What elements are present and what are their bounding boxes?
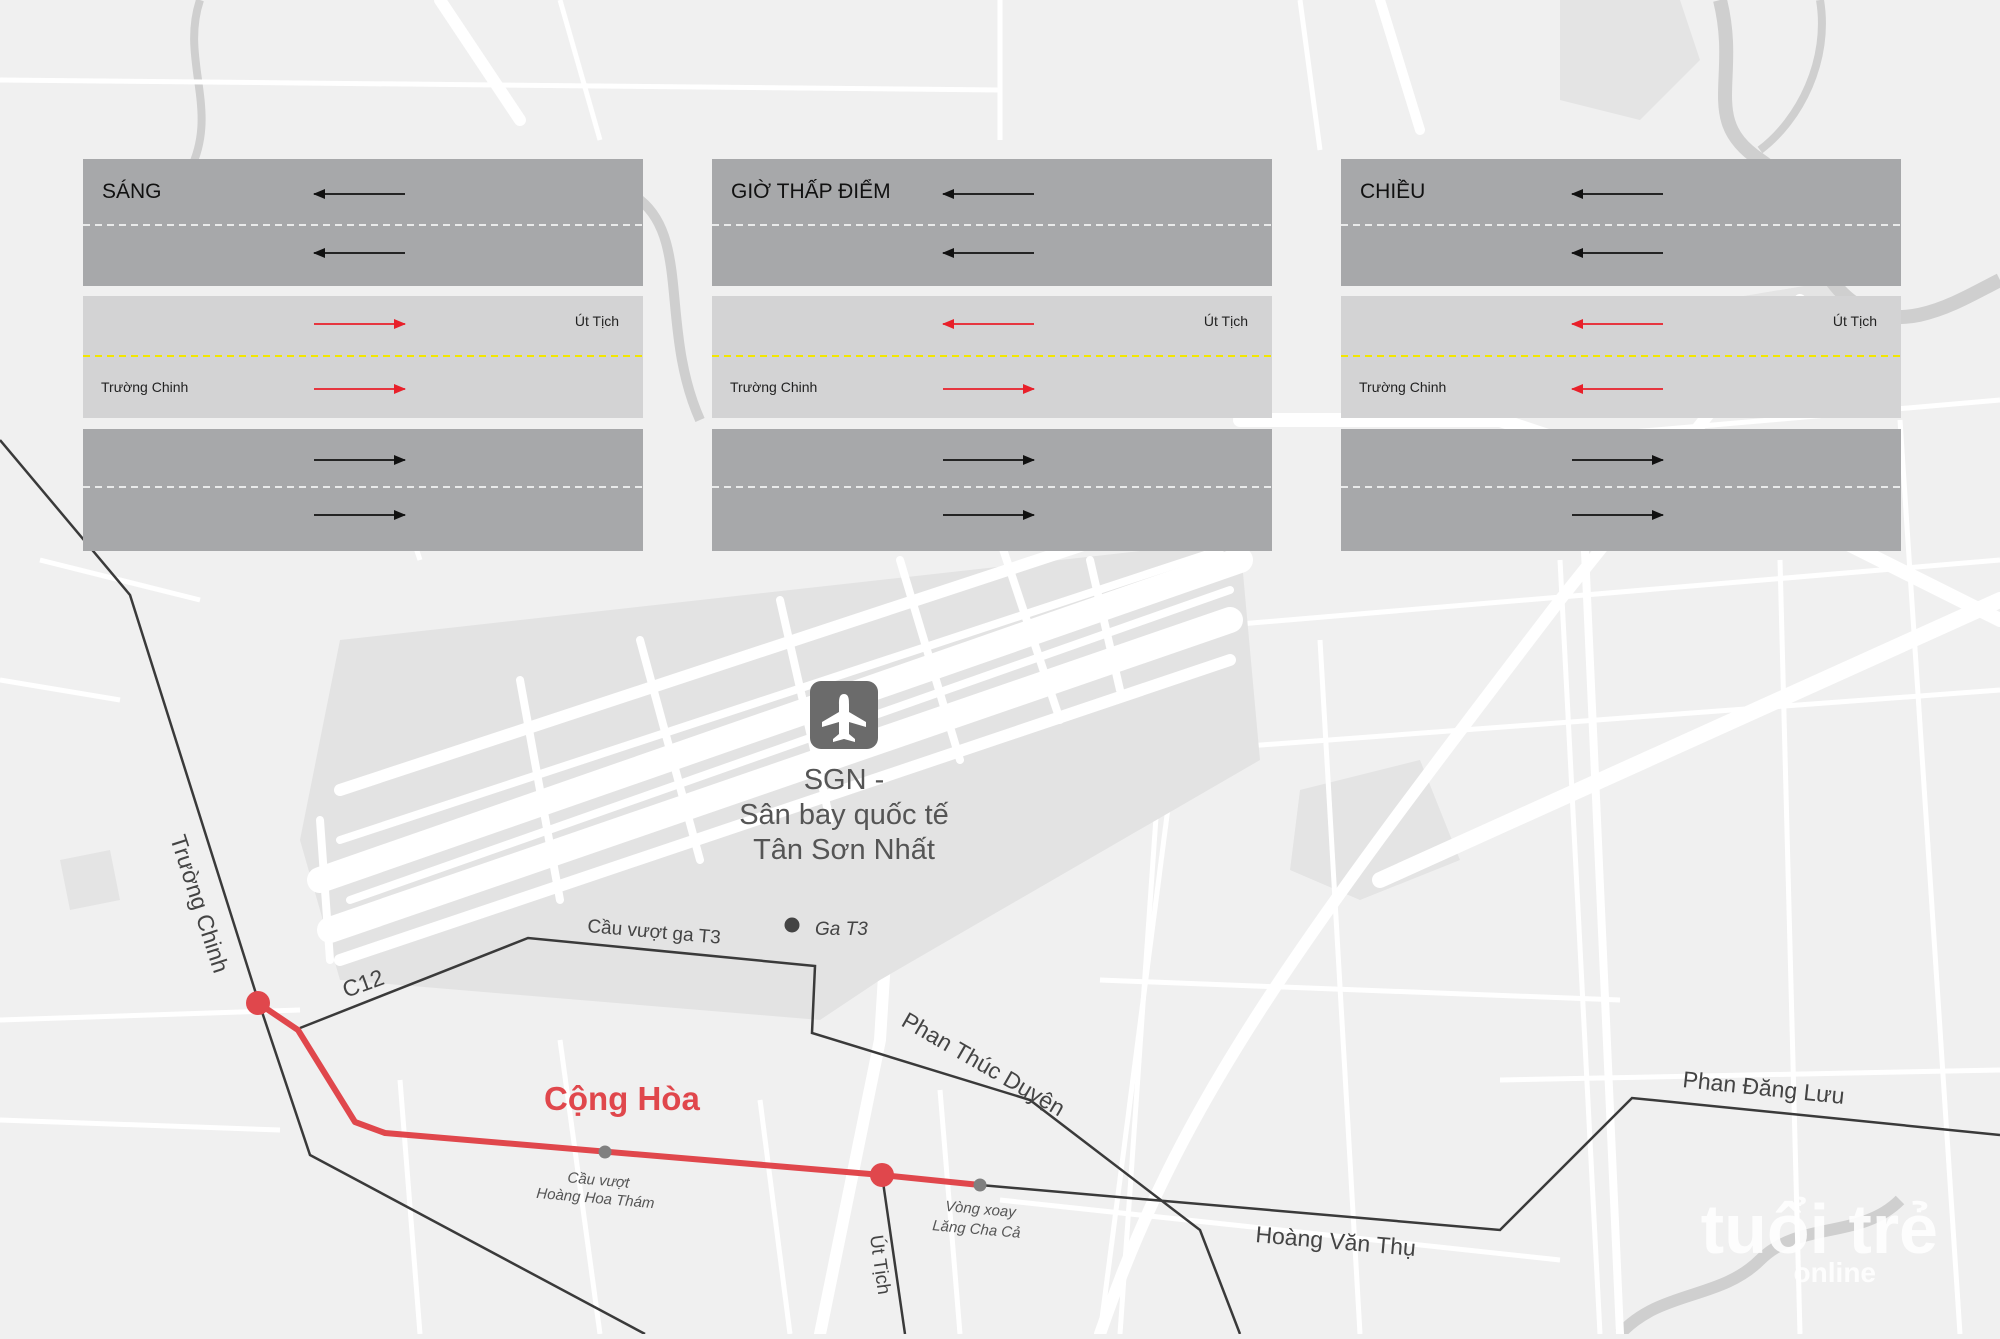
ga-t3-label: Ga T3	[815, 919, 868, 940]
lanes-top	[83, 159, 643, 286]
lanes-bottom	[83, 429, 643, 551]
lcc-label-line1: Vòng xoay	[944, 1198, 1018, 1221]
airport-name-line2: Tân Sơn Nhất	[753, 834, 935, 866]
hoang-van-thu-phan-dang-luu-road	[979, 1096, 2000, 1232]
road-label-truong-chinh: Trường Chinh	[1359, 379, 1446, 395]
panel-title: CHIỀU	[1360, 180, 1425, 203]
route-node-truong-chinh	[246, 991, 270, 1015]
watermark-text: tuổi trẻ	[1701, 1190, 1938, 1268]
lanes-bottom	[712, 429, 1272, 551]
lanes-top	[1341, 159, 1901, 286]
c12-t3-phan-thuc-duyen-road	[299, 936, 1242, 1335]
ut-tich-road	[880, 1174, 907, 1335]
lanes-bottom	[1341, 429, 1901, 551]
watermark-logo: tuổi trẻ online	[1701, 1190, 1938, 1288]
road-label-ut-tich: Út Tịch	[575, 313, 619, 329]
hht-label-line1: Cầu vượt	[567, 1169, 631, 1191]
road-label-truong-chinh: Trường Chinh	[101, 379, 188, 395]
watermark-sub: online	[1794, 1257, 1876, 1288]
airport-name-line1: Sân bay quốc tế	[739, 799, 949, 831]
cong-hoa-route	[256, 1000, 981, 1188]
road-label-ut-tich: Út Tịch	[1204, 313, 1248, 329]
hht-point	[598, 1145, 612, 1159]
lcc-point	[973, 1178, 987, 1192]
ga-t3-point	[784, 917, 800, 933]
cong-hoa-label: Cộng Hòa	[544, 1080, 700, 1117]
lanes-top	[712, 159, 1272, 286]
road-label-truong-chinh: Trường Chinh	[730, 379, 817, 395]
airport-area	[300, 494, 1260, 1020]
road-label-ut-tich: Út Tịch	[1833, 313, 1877, 329]
airplane-icon	[810, 681, 878, 749]
airport-code: SGN -	[804, 764, 885, 796]
panel-title: GIỜ THẤP ĐIỂM	[731, 180, 891, 203]
route-node-ut-tich	[870, 1163, 894, 1187]
panel-title: SÁNG	[102, 180, 162, 203]
